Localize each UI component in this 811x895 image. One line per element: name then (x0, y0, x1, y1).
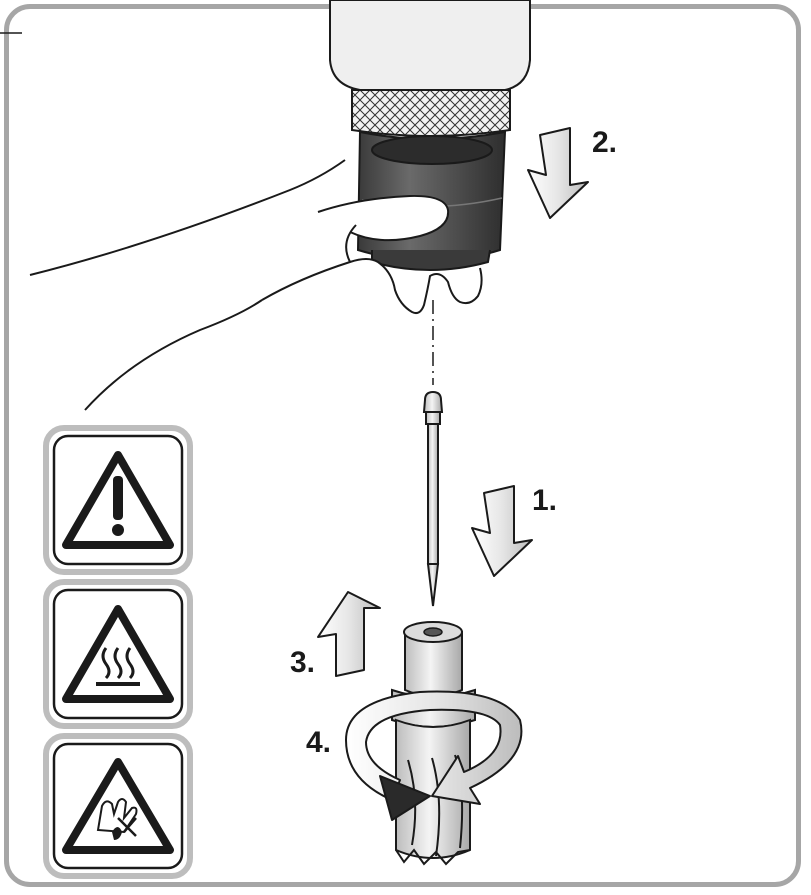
arrow-down-step2 (527, 127, 589, 219)
warning-icon-sharp-cutter (43, 733, 193, 879)
hand-illustration (29, 159, 483, 411)
annular-cutter (391, 621, 476, 866)
arrow-down-step1 (471, 485, 533, 577)
step-label-1: 1. (532, 484, 557, 517)
step-label-3: 3. (290, 646, 315, 679)
rotation-arrow-step4 (345, 690, 523, 821)
warning-icon-general (43, 425, 193, 575)
step-label-4: 4. (306, 726, 331, 759)
step-label-2: 2. (592, 126, 617, 159)
hot-surface-icon (62, 605, 174, 703)
pilot-pin (422, 390, 444, 607)
warning-icon-hot-surface (43, 579, 193, 729)
arrow-up-step3 (317, 591, 381, 677)
drill-body (329, 0, 531, 137)
